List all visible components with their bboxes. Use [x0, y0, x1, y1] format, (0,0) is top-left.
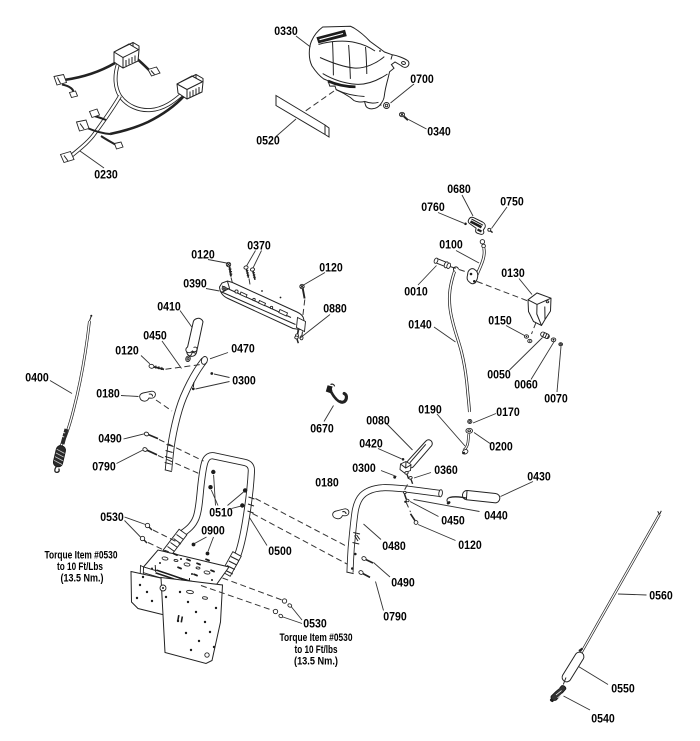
- svg-text:0230: 0230: [94, 168, 118, 182]
- svg-text:0790: 0790: [383, 610, 407, 624]
- svg-text:0670: 0670: [310, 422, 334, 436]
- svg-text:0140: 0140: [408, 318, 432, 332]
- svg-text:0150: 0150: [488, 314, 512, 328]
- svg-text:0900: 0900: [201, 524, 225, 538]
- svg-text:0750: 0750: [500, 195, 524, 209]
- svg-text:0300: 0300: [232, 374, 256, 388]
- svg-text:0060: 0060: [514, 378, 538, 392]
- svg-text:0510: 0510: [209, 506, 233, 520]
- svg-text:0170: 0170: [496, 405, 520, 419]
- svg-text:0440: 0440: [484, 509, 508, 523]
- svg-text:0420: 0420: [359, 437, 383, 451]
- svg-text:0200: 0200: [489, 440, 513, 454]
- svg-text:0180: 0180: [96, 387, 120, 401]
- svg-text:0070: 0070: [544, 392, 568, 406]
- svg-text:0300: 0300: [352, 461, 376, 475]
- svg-text:0010: 0010: [404, 285, 428, 299]
- svg-text:Torque Item #0530: Torque Item #0530: [45, 550, 118, 562]
- svg-text:0400: 0400: [25, 371, 49, 385]
- svg-text:to 10 Ft/Lbs: to 10 Ft/Lbs: [57, 561, 103, 573]
- svg-text:0450: 0450: [441, 514, 465, 528]
- svg-text:0410: 0410: [157, 300, 181, 314]
- svg-text:(13.5 Nm.): (13.5 Nm.): [61, 573, 104, 585]
- svg-text:(13.5 Nm.): (13.5 Nm.): [294, 656, 338, 668]
- svg-text:0390: 0390: [183, 277, 207, 291]
- svg-text:0120: 0120: [115, 344, 139, 358]
- svg-text:0120: 0120: [458, 538, 482, 552]
- svg-text:0760: 0760: [421, 200, 445, 214]
- svg-text:0330: 0330: [274, 24, 298, 38]
- svg-text:0370: 0370: [247, 239, 271, 253]
- svg-text:0790: 0790: [92, 460, 116, 474]
- svg-text:0560: 0560: [649, 589, 673, 603]
- svg-text:0550: 0550: [611, 682, 635, 696]
- svg-text:0530: 0530: [100, 510, 124, 524]
- svg-text:0130: 0130: [501, 266, 525, 280]
- svg-text:0500: 0500: [268, 544, 292, 558]
- svg-text:0520: 0520: [256, 134, 280, 148]
- svg-text:0700: 0700: [410, 72, 434, 86]
- svg-text:0340: 0340: [427, 125, 451, 139]
- svg-text:0080: 0080: [366, 414, 390, 428]
- svg-text:0490: 0490: [391, 576, 415, 590]
- svg-text:0050: 0050: [487, 368, 511, 382]
- svg-text:to 10 Ft/lbs: to 10 Ft/lbs: [295, 644, 338, 656]
- svg-text:0180: 0180: [315, 476, 339, 490]
- svg-text:0100: 0100: [439, 238, 463, 252]
- svg-text:0530: 0530: [303, 617, 327, 631]
- svg-text:0480: 0480: [382, 539, 406, 553]
- svg-text:0470: 0470: [231, 342, 255, 356]
- svg-text:0190: 0190: [418, 403, 442, 417]
- svg-text:0120: 0120: [191, 248, 215, 262]
- svg-text:0680: 0680: [447, 182, 471, 196]
- svg-text:0360: 0360: [434, 463, 458, 477]
- svg-text:Torque Item #0530: Torque Item #0530: [280, 632, 353, 644]
- svg-text:0430: 0430: [527, 470, 551, 484]
- svg-text:0880: 0880: [323, 302, 347, 316]
- svg-text:0540: 0540: [591, 712, 615, 726]
- svg-text:0490: 0490: [98, 432, 122, 446]
- svg-text:0450: 0450: [143, 329, 167, 343]
- svg-text:0120: 0120: [319, 261, 343, 275]
